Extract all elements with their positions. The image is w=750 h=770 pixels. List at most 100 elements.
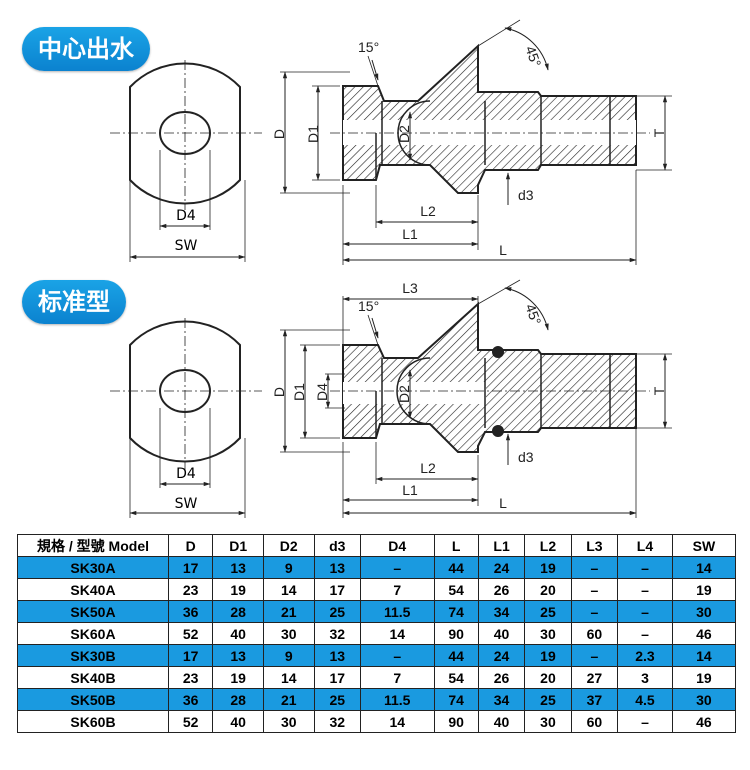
column-header: L1 — [477, 534, 526, 557]
label-d-top: D — [271, 129, 287, 139]
value-cell: 40 — [212, 622, 264, 645]
value-cell: 23 — [167, 578, 214, 601]
value-cell: 40 — [477, 710, 526, 733]
label-d2-bottom: D2 — [396, 385, 412, 403]
model-cell: SK30A — [17, 556, 169, 579]
model-cell: SK40A — [17, 578, 169, 601]
value-cell: 24 — [477, 644, 526, 667]
value-cell: 30 — [671, 688, 737, 711]
value-cell: 25 — [524, 688, 572, 711]
value-cell: 40 — [212, 710, 264, 733]
value-cell: 14 — [359, 710, 435, 733]
value-cell: 14 — [262, 666, 315, 689]
value-cell: – — [570, 556, 619, 579]
model-cell: SK50A — [17, 600, 169, 623]
value-cell: 7 — [359, 666, 435, 689]
value-cell: 21 — [262, 600, 315, 623]
dimensions-top — [280, 19, 672, 265]
model-cell: SK60B — [17, 710, 169, 733]
value-cell: 14 — [671, 556, 737, 579]
column-header: SW — [671, 534, 737, 557]
value-cell: 46 — [671, 622, 737, 645]
value-cell: 11.5 — [359, 600, 435, 623]
value-cell: 27 — [570, 666, 619, 689]
value-cell: 13 — [313, 556, 361, 579]
label-angle-15-bottom: 15° — [358, 298, 379, 314]
label-d1-bottom: D1 — [291, 383, 307, 401]
value-cell: 11.5 — [359, 688, 435, 711]
column-header: d3 — [313, 534, 361, 557]
value-cell: 34 — [477, 688, 526, 711]
value-cell: 90 — [433, 710, 479, 733]
value-cell: 52 — [167, 622, 214, 645]
value-cell: 32 — [313, 710, 361, 733]
label-d4-bottom: D4 — [176, 466, 196, 482]
column-header: D2 — [262, 534, 315, 557]
label-angle-45-bottom: 45° — [522, 302, 544, 327]
value-cell: 9 — [262, 644, 315, 667]
label-angle-45-top: 45° — [522, 44, 544, 69]
value-cell: – — [617, 710, 673, 733]
label-l-top: L — [499, 242, 507, 258]
value-cell: 17 — [313, 666, 361, 689]
value-cell: 74 — [433, 688, 479, 711]
label-d3-bottom: d3 — [518, 449, 534, 465]
label-d2-top: D2 — [396, 125, 412, 143]
value-cell: 37 — [570, 688, 619, 711]
value-cell: 60 — [570, 710, 619, 733]
label-l1-bottom: L1 — [402, 482, 418, 498]
label-angle-15-top: 15° — [358, 39, 379, 55]
value-cell: 20 — [524, 666, 572, 689]
column-header: L3 — [570, 534, 619, 557]
label-d4-top: D4 — [176, 208, 196, 224]
value-cell: 30 — [524, 710, 572, 733]
label-l3-bottom: L3 — [402, 280, 418, 296]
value-cell: 36 — [167, 600, 214, 623]
model-cell: SK40B — [17, 666, 169, 689]
model-cell: SK50B — [17, 688, 169, 711]
label-l-bottom: L — [499, 495, 507, 511]
value-cell: – — [570, 600, 619, 623]
value-cell: 13 — [313, 644, 361, 667]
end-view-standard — [110, 318, 262, 518]
value-cell: – — [617, 600, 673, 623]
value-cell: 54 — [433, 578, 479, 601]
label-d4-side: D4 — [314, 383, 330, 401]
value-cell: 44 — [433, 556, 479, 579]
value-cell: 30 — [262, 622, 315, 645]
value-cell: 19 — [212, 666, 264, 689]
value-cell: 26 — [477, 578, 526, 601]
column-header: D — [167, 534, 214, 557]
value-cell: 25 — [524, 600, 572, 623]
value-cell: 19 — [524, 644, 572, 667]
value-cell: 54 — [433, 666, 479, 689]
column-header: D1 — [212, 534, 264, 557]
label-t-top: T — [651, 128, 667, 137]
value-cell: – — [617, 556, 673, 579]
value-cell: 26 — [477, 666, 526, 689]
end-view-center-coolant — [110, 60, 262, 262]
value-cell: 14 — [671, 644, 737, 667]
section-title-center-coolant: 中心出水 — [22, 27, 150, 71]
value-cell: 17 — [167, 556, 214, 579]
value-cell: 14 — [359, 622, 435, 645]
value-cell: – — [617, 622, 673, 645]
value-cell: 25 — [313, 600, 361, 623]
value-cell: 40 — [477, 622, 526, 645]
value-cell: 17 — [313, 578, 361, 601]
label-l1-top: L1 — [402, 226, 418, 242]
value-cell: 19 — [671, 666, 737, 689]
value-cell: 13 — [212, 556, 264, 579]
label-d-bottom: D — [271, 387, 287, 397]
value-cell: 74 — [433, 600, 479, 623]
model-cell: SK60A — [17, 622, 169, 645]
drawings: D4 SW 15° 45° D D1 D2 — [110, 19, 672, 518]
value-cell: 30 — [262, 710, 315, 733]
